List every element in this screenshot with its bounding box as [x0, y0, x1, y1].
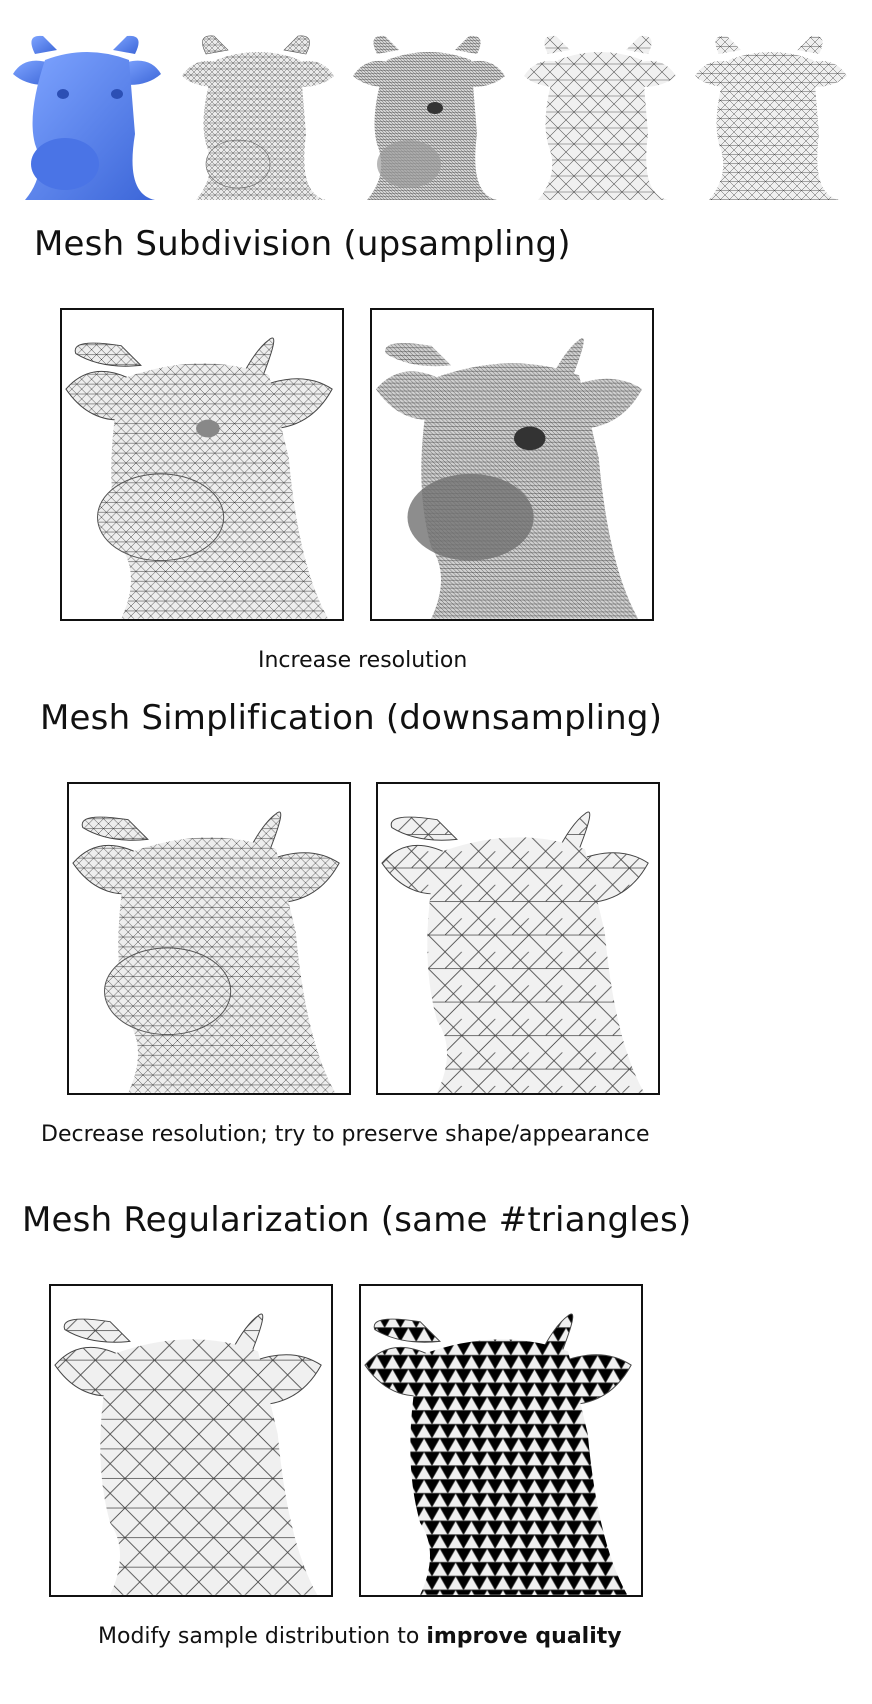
regularization-after-image — [359, 1284, 643, 1597]
subdivision-title: Mesh Subdivision (upsampling) — [34, 224, 571, 264]
cow-wireframe-regular-icon — [695, 35, 847, 200]
cow-wireframe-coarse-icon — [524, 35, 676, 200]
cow-wireframe-coarse-icon — [381, 811, 649, 1093]
simplification-caption: Decrease resolution; try to preserve sha… — [41, 1122, 650, 1147]
cow-wireframe-icon — [182, 35, 334, 200]
regularization-caption-plain: Modify sample distribution to — [98, 1624, 427, 1649]
cow-wireframe-icon — [72, 811, 340, 1093]
regularization-caption: Modify sample distribution to improve qu… — [98, 1624, 622, 1649]
cow-wire-medium-thumbnail — [176, 24, 340, 200]
cow-wire-regular-thumbnail — [689, 24, 853, 200]
simplification-after-image — [376, 782, 660, 1095]
cow-wireframe-icon — [65, 337, 333, 619]
cow-wireframe-regular-icon — [364, 1313, 632, 1595]
regularization-before-image — [49, 1284, 333, 1597]
subdivision-before-image — [60, 308, 344, 621]
regularization-caption-bold: improve quality — [426, 1624, 622, 1649]
cow-smooth-icon — [13, 35, 161, 200]
regularization-title: Mesh Regularization (same #triangles) — [22, 1200, 692, 1240]
subdivision-caption: Increase resolution — [258, 648, 468, 673]
cow-wireframe-dense-icon — [375, 338, 643, 619]
cow-wireframe-dense-icon — [353, 35, 505, 200]
cow-wireframe-coarse-icon — [54, 1313, 322, 1595]
cow-smooth-blue-thumbnail — [5, 24, 169, 200]
cow-wire-dense-thumbnail — [347, 24, 511, 200]
simplification-title: Mesh Simplification (downsampling) — [40, 698, 663, 738]
simplification-before-image — [67, 782, 351, 1095]
cow-wire-coarse-thumbnail — [518, 24, 682, 200]
subdivision-after-image — [370, 308, 654, 621]
